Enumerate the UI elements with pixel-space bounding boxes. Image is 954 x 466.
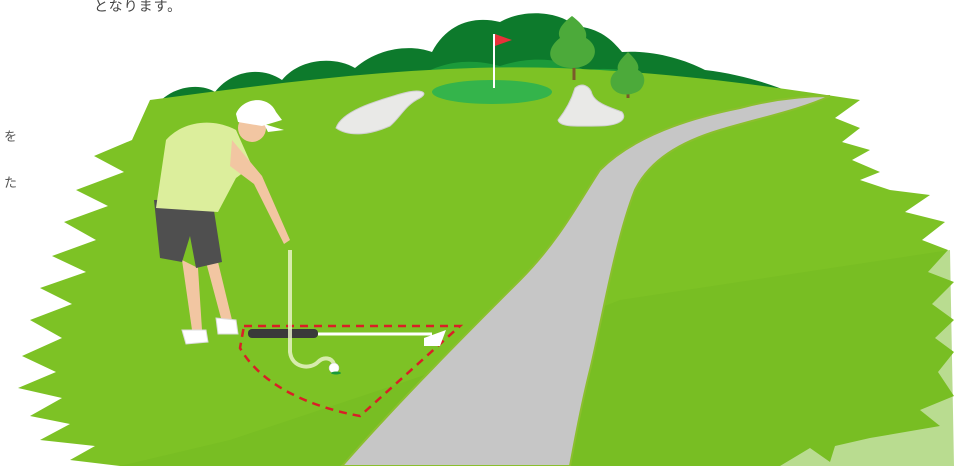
club-grip (248, 329, 318, 338)
putting-green (432, 80, 552, 104)
golf-ball-icon (329, 363, 339, 373)
